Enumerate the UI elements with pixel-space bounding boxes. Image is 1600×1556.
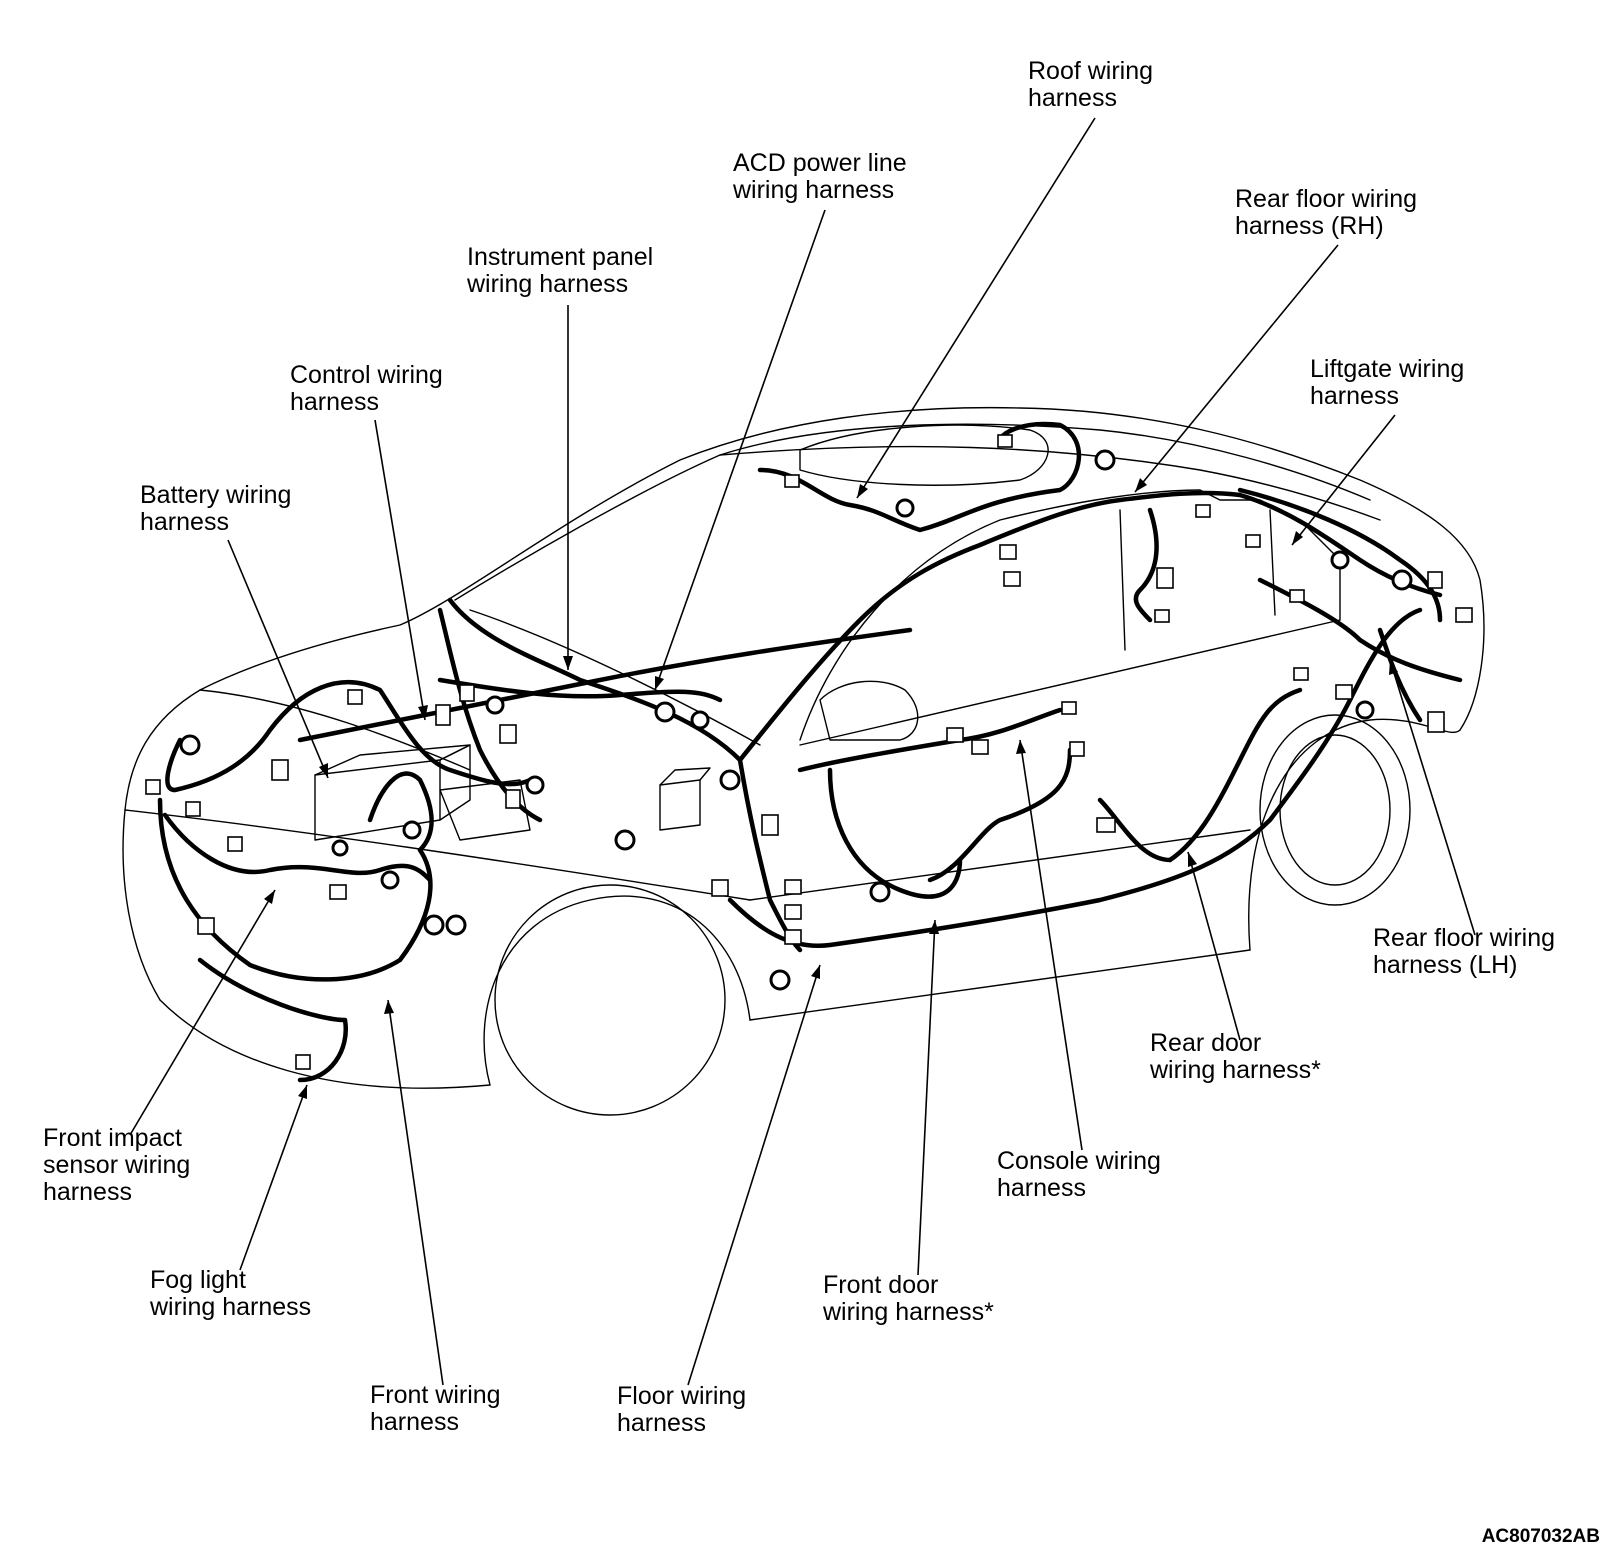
battery-harness-line [367,771,434,853]
rear-floor-lh-harness-line [1377,627,1423,723]
leader-rear-door [1187,851,1241,1041]
label-rear-door-wiring-harness: Rear door wiring harness* [1150,1029,1321,1084]
front-lower-harness-line [162,812,433,883]
label-rear-floor-wiring-harness-rh: Rear floor wiring harness (RH) [1235,185,1418,240]
connectors [145,434,1473,1070]
ip-cross-harness-line [297,627,913,743]
label-rear-floor-wiring-harness-lh: Rear floor wiring harness (LH) [1373,924,1556,979]
harness-lines [157,421,1463,1083]
rear-floor-rh-harness-line [1237,492,1443,598]
leader-front-impact [129,889,276,1136]
label-front-door-wiring-harness: Front door wiring harness* [823,1271,994,1326]
leader-rear-floor-lh [1389,659,1476,936]
label-roof-wiring-harness: Roof wiring harness [1028,57,1154,112]
roof-harness-line [757,421,1081,533]
figure-code: AC807032AB [1481,1526,1600,1547]
label-control-wiring-harness: Control wiring harness [290,361,443,416]
label-instrument-panel-wiring-harness: Instrument panel wiring harness [467,243,654,298]
acd-harness-line [437,677,723,703]
rear-door-loop-harness-line [1097,797,1173,863]
front-door-2-harness-line [927,747,1073,883]
leader-liftgate [1291,414,1396,546]
front-upper-harness-line [165,679,533,793]
leader-front-door [917,919,936,1276]
b-pillar-harness-line [1133,507,1159,623]
label-front-wiring-harness: Front wiring harness [370,1381,501,1436]
leader-battery [227,539,329,779]
leader-floor [687,964,821,1386]
label-acd-power-line-wiring-harness: ACD power line wiring harness [733,149,907,204]
battery-box [314,744,471,841]
leader-acd [654,209,826,691]
label-fog-light-wiring-harness: Fog light wiring harness [150,1266,312,1321]
front-harness-line [157,797,433,982]
leader-front [387,999,444,1386]
liftgate-harness-line [1237,487,1443,623]
leader-rear-floor-rh [1134,244,1339,493]
instrument-panel-harness-line [447,597,803,953]
roof-rail-harness-line [737,490,1243,763]
front-impact-harness-line [197,957,349,1083]
ecu-box [659,767,711,831]
floor-harness-line [727,607,1423,949]
label-console-wiring-harness: Console wiring harness [997,1147,1161,1202]
fuse-box [439,779,531,841]
rear-door-harness-line [1167,687,1303,863]
front-door-harness-line [827,767,963,899]
leader-console [1019,739,1083,1151]
leader-control [374,419,426,721]
ground-terminals [179,449,1413,991]
label-battery-wiring-harness: Battery wiring harness [140,481,292,536]
car-body-outline [122,406,1485,1116]
leader-fog-light [239,1084,308,1271]
leader-lines [129,117,1476,1386]
label-front-impact-sensor-wiring-harness: Front impact sensor wiring harness [43,1124,191,1206]
label-liftgate-wiring-harness: Liftgate wiring harness [1310,355,1465,410]
leader-roof [856,117,1096,499]
label-floor-wiring-harness: Floor wiring harness [617,1382,747,1437]
